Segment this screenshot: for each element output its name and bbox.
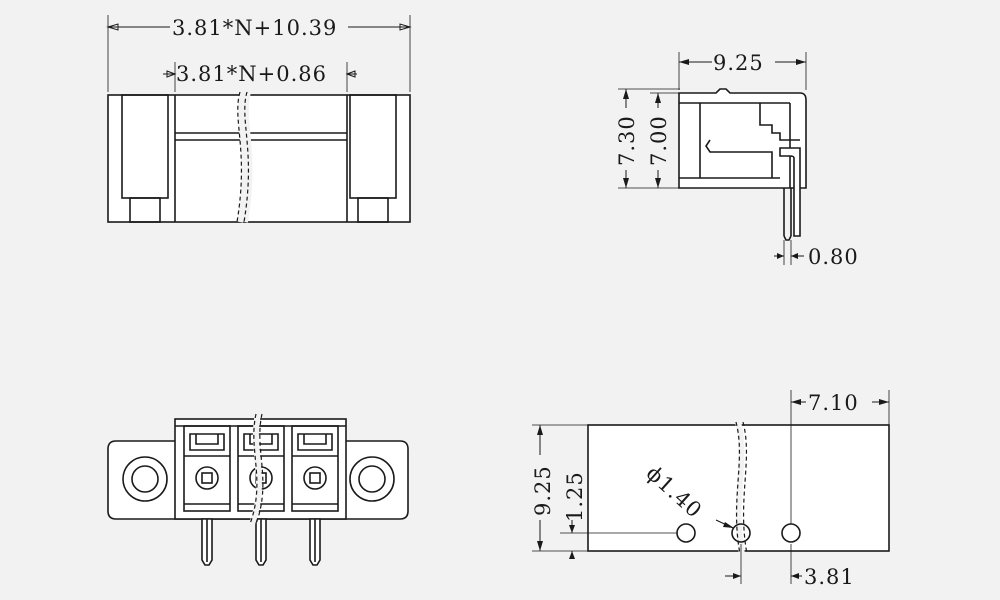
pin-width-dimension: 0.80 xyxy=(774,240,859,269)
break-line xyxy=(236,91,243,223)
side-housing xyxy=(678,88,807,189)
row-height-dimensions: 9.25 1.25 xyxy=(531,424,677,559)
pin-width-label: 0.80 xyxy=(808,245,859,269)
inner-length-dimension: 3.81*N+0.86 xyxy=(163,62,357,92)
depth-label: 9.25 xyxy=(713,51,764,75)
pitch-dimension: 3.81 xyxy=(725,544,855,589)
pcb-hole xyxy=(731,523,751,543)
offset-label: 7.10 xyxy=(808,391,859,415)
terminal-cell xyxy=(183,425,231,512)
height-outer-label: 7.30 xyxy=(615,115,639,166)
left-mount-hole xyxy=(122,456,168,502)
height-dimensions: 7.30 7.00 xyxy=(615,88,680,189)
top-view xyxy=(107,413,409,566)
pins xyxy=(201,518,321,566)
overall-length-dimension: 3.81*N+10.39 xyxy=(106,15,412,92)
row-height-label: 9.25 xyxy=(531,465,555,516)
pitch-label: 3.81 xyxy=(804,565,855,589)
height-inner-label: 7.00 xyxy=(647,115,671,166)
front-view: 3.81*N+10.39 3.81*N+0.86 xyxy=(106,15,412,223)
depth-dimension: 9.25 xyxy=(678,51,807,90)
inner-length-label: 3.81*N+0.86 xyxy=(176,62,327,86)
hole-offset-label: 1.25 xyxy=(563,471,587,522)
side-view: 9.25 7.30 7.00 xyxy=(615,51,859,269)
offset-dimension: 7.10 xyxy=(790,390,890,524)
right-mount-hole xyxy=(349,456,395,502)
front-housing xyxy=(107,94,411,223)
side-pin xyxy=(779,147,801,237)
pcb-footprint: 7.10 9.25 1.25 ϕ1.40 xyxy=(531,390,890,589)
terminal-cell xyxy=(291,425,339,512)
overall-length-label: 3.81*N+10.39 xyxy=(172,16,337,40)
